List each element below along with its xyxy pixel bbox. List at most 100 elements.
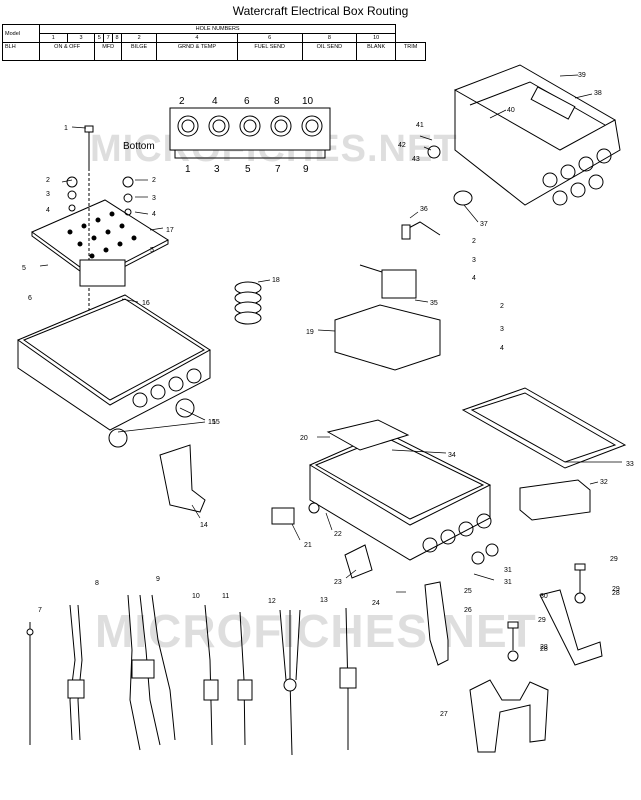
callout-number: 5 [150, 247, 154, 254]
terminal-board [31, 199, 170, 283]
relay [359, 221, 441, 299]
callout-number: 22 [334, 531, 342, 538]
callout-number: 4 [152, 211, 156, 218]
callout-number: 3 [472, 257, 476, 264]
callout-number: 31 [504, 567, 512, 574]
repeat-callouts: 2 3 4 5 2 3 4 2 3 4 29 28 29 28 31 15 [150, 177, 620, 651]
callout-number: 13 [320, 597, 328, 604]
callout-number: 29 [538, 617, 546, 624]
function-cell: FUEL SEND [236, 42, 303, 61]
callout-number: 21 [304, 542, 312, 549]
control-module [334, 304, 441, 371]
callout-number: 5 [22, 265, 26, 272]
diagram-title: Watercraft Electrical Box Routing [232, 4, 409, 18]
hole-label: 1 [185, 164, 191, 175]
electrical-box-left [16, 294, 211, 431]
callout-number: 29 [612, 586, 620, 593]
clip [344, 544, 373, 579]
callout-number: 16 [142, 300, 150, 307]
hole-label: 9 [303, 164, 309, 175]
function-cell: MFD [94, 42, 122, 61]
hole-label: 2 [179, 96, 185, 107]
callout-number: 33 [626, 461, 634, 468]
callout-number: 42 [398, 142, 406, 149]
function-cell: TRIM [395, 42, 426, 61]
callout-number: 10 [192, 593, 200, 600]
small-module [519, 479, 591, 521]
callout-number: 36 [420, 206, 428, 213]
nut-stack-left [66, 176, 134, 216]
callout-number: 9 [156, 576, 160, 583]
function-cell: OIL SEND [301, 42, 358, 61]
callout-number: 2 [500, 303, 504, 310]
callout-number: 3 [500, 326, 504, 333]
plug [108, 428, 128, 448]
connector-block [169, 107, 331, 159]
bracket [159, 444, 206, 513]
plug [175, 398, 195, 418]
callout-number: 14 [200, 522, 208, 529]
callout-number: 2 [472, 238, 476, 245]
callout-number: 30 [540, 593, 548, 600]
hole-label: 3 [214, 164, 220, 175]
callout-number: 4 [472, 275, 476, 282]
callout-number: 3 [152, 195, 156, 202]
bottom-label: Bottom [123, 141, 155, 152]
watermark-bottom: MICROFICHES.NET [95, 605, 537, 657]
callout-number: 25 [464, 588, 472, 595]
callout-number: 8 [95, 580, 99, 587]
callout-number: 39 [578, 72, 586, 79]
wire-harnesses [26, 594, 357, 756]
callout-number: 37 [480, 221, 488, 228]
callout-number: 11 [222, 593, 229, 600]
function-cell: BILGE [120, 42, 158, 61]
bracket-30 [539, 589, 603, 666]
callout-number: 29 [610, 556, 618, 563]
function-cell: BLANK [356, 42, 397, 61]
callout-number: 15 [208, 419, 216, 426]
washer [308, 502, 320, 514]
bolts [507, 563, 586, 662]
function-cell: ON & OFF [38, 42, 96, 61]
callout-number: 20 [300, 435, 308, 442]
callout-number: 12 [268, 598, 276, 605]
connector [271, 507, 295, 525]
callout-number: 32 [600, 479, 608, 486]
function-cell: GRND & TEMP [156, 42, 238, 61]
coil [234, 281, 262, 325]
callout-number: 40 [507, 107, 515, 114]
callout-number: 28 [612, 590, 620, 597]
callout-leaders [39, 74, 622, 593]
callout-number: 24 [372, 600, 380, 607]
callout-number: 4 [46, 207, 50, 214]
callout-number: 43 [412, 156, 420, 163]
callout-number: 28 [540, 646, 548, 653]
electrical-box-assembled [427, 64, 621, 206]
bracket-27 [469, 679, 549, 753]
callout-number: 19 [306, 329, 314, 336]
callout-number: 31 [504, 579, 512, 586]
gasket [461, 387, 627, 469]
callout-number: 34 [448, 452, 456, 459]
cover-plate [326, 419, 410, 451]
callout-number: 6 [28, 295, 32, 302]
hole-label: 5 [245, 164, 251, 175]
hole-label: 6 [244, 96, 250, 107]
callout-number: 26 [464, 607, 472, 614]
hole-routing-table: Model HOLE NUMBERS 1 3 5 7 8 2 4 6 8 10 … [2, 24, 426, 61]
callout-number: 28 [540, 644, 548, 651]
hole-label: 7 [275, 164, 281, 175]
callout-number: 15 [212, 419, 220, 426]
callout-number: 17 [166, 227, 174, 234]
callout-number: 1 [64, 125, 68, 132]
hole-label: 4 [212, 96, 218, 107]
callout-number: 2 [46, 177, 50, 184]
callout-number: 23 [334, 579, 342, 586]
callout-number: 3 [46, 191, 50, 198]
electrical-box-right [308, 431, 499, 565]
callout-number: 27 [440, 711, 448, 718]
strap [424, 581, 449, 666]
callout-number: 41 [416, 122, 424, 129]
callout-number: 2 [152, 177, 156, 184]
